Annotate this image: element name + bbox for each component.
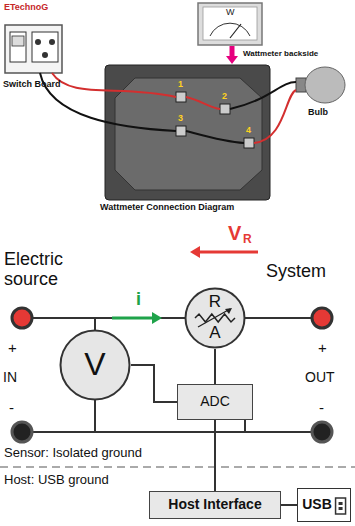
pink-down-arrow-part bbox=[226, 56, 238, 64]
usb-icon bbox=[339, 507, 343, 510]
current-arrow bbox=[112, 312, 162, 324]
ground-separator bbox=[0, 466, 355, 468]
circuit-wires-part bbox=[94, 400, 96, 432]
current-arrow-part bbox=[112, 317, 152, 320]
node-text: ADC bbox=[200, 394, 230, 409]
polarity-sign: - bbox=[319, 400, 324, 417]
connection-wires-part bbox=[186, 97, 220, 109]
meter-circle bbox=[61, 331, 130, 400]
switch-board-part bbox=[10, 32, 26, 62]
signal-wire bbox=[214, 420, 216, 491]
wattmeter-face bbox=[198, 3, 262, 45]
signal-wire bbox=[131, 365, 177, 402]
terminal-part bbox=[312, 422, 332, 442]
ground-label: Host: USB ground bbox=[4, 473, 109, 487]
node-text: V bbox=[84, 347, 105, 382]
caption-text: Wattmeter Connection Diagram bbox=[100, 203, 234, 213]
connection-wires-part bbox=[186, 131, 244, 143]
node-text: R bbox=[209, 293, 221, 312]
circuit-wires-part bbox=[94, 318, 96, 330]
wattmeter-back-part bbox=[115, 78, 262, 190]
usb-icon bbox=[339, 502, 343, 505]
usb-icon bbox=[336, 498, 346, 514]
wattmeter-back bbox=[105, 65, 270, 200]
circuit-wires-part bbox=[22, 431, 322, 433]
switch-board-part bbox=[42, 52, 48, 58]
signal-wire bbox=[281, 504, 297, 506]
host-interface-box: Host Interface bbox=[149, 491, 281, 519]
wattmeter-back-part bbox=[176, 126, 186, 136]
wattmeter-back-part bbox=[244, 138, 254, 148]
connection-wires bbox=[40, 73, 296, 143]
terminal bbox=[12, 308, 332, 442]
terminal-part bbox=[12, 422, 32, 442]
current-arrow-part bbox=[152, 312, 162, 324]
bulb-part bbox=[305, 67, 345, 103]
circuit-wires-part bbox=[244, 420, 246, 432]
terminal-number: 4 bbox=[246, 126, 251, 136]
part-label: Bulb bbox=[308, 108, 328, 118]
pink-down-arrow bbox=[226, 46, 238, 64]
bulb bbox=[296, 67, 345, 103]
connection-wires-part bbox=[230, 82, 296, 109]
ground-label: Sensor: Isolated ground bbox=[4, 446, 142, 460]
wattmeter-back-part bbox=[105, 65, 270, 200]
meter-unit: W bbox=[226, 8, 235, 18]
switch-board bbox=[5, 25, 62, 73]
polarity-sign: + bbox=[8, 340, 17, 357]
port-label: Electric source bbox=[4, 250, 108, 290]
connection-wires-part bbox=[52, 73, 176, 97]
switch-board-part bbox=[49, 39, 55, 45]
voltage-arrow-part bbox=[200, 251, 258, 254]
wattmeter-face-part bbox=[210, 23, 250, 36]
wattmeter-back-part bbox=[220, 104, 230, 114]
variable-arrow-head bbox=[225, 308, 232, 314]
voltage-arrow-part bbox=[190, 246, 200, 258]
wattmeter-face-part bbox=[203, 7, 257, 40]
pink-down-arrow-part bbox=[230, 46, 235, 57]
port-label: OUT bbox=[305, 370, 335, 385]
part-label: Wattmeter backside bbox=[243, 50, 318, 59]
meter-circle bbox=[186, 289, 245, 348]
node-text: A bbox=[209, 324, 220, 343]
switch-board-part bbox=[12, 36, 24, 46]
polarity-sign: - bbox=[9, 400, 14, 417]
node-text: Host Interface bbox=[168, 497, 261, 512]
port-label: IN bbox=[3, 370, 17, 385]
terminal-number: 3 bbox=[178, 114, 183, 124]
current-symbol: i bbox=[136, 290, 141, 310]
circuit-wires-part bbox=[22, 317, 322, 319]
switch-board-part bbox=[5, 25, 62, 73]
terminal-number: 1 bbox=[178, 80, 183, 90]
wattmeter-face-part bbox=[230, 24, 241, 38]
switch-board-part bbox=[35, 39, 41, 45]
usb-plug-box: USB bbox=[297, 488, 351, 522]
part-label: Switch Board bbox=[3, 80, 61, 90]
polarity-sign: + bbox=[318, 340, 327, 357]
terminal-part bbox=[312, 308, 332, 328]
voltage-arrow bbox=[190, 246, 258, 258]
wattmeter-back-part bbox=[176, 92, 186, 102]
terminal-part bbox=[12, 308, 32, 328]
signal-wire bbox=[214, 349, 216, 384]
ammeter-resistor-circle: RA bbox=[184, 287, 246, 349]
connection-wires-part bbox=[254, 90, 296, 143]
voltage-symbol: V bbox=[228, 222, 241, 244]
circuit-wires bbox=[22, 318, 322, 432]
switch-board-part bbox=[32, 32, 58, 62]
port-label: System bbox=[266, 262, 326, 282]
voltmeter-circle: V bbox=[59, 329, 131, 401]
terminal-number: 2 bbox=[222, 92, 227, 102]
adc-box: ADC bbox=[177, 384, 253, 420]
logo-text: ETechnoG bbox=[4, 3, 48, 13]
voltage-subscript: R bbox=[243, 233, 252, 246]
node-text: USB bbox=[302, 497, 332, 512]
wattmeter-face-part bbox=[198, 3, 262, 45]
